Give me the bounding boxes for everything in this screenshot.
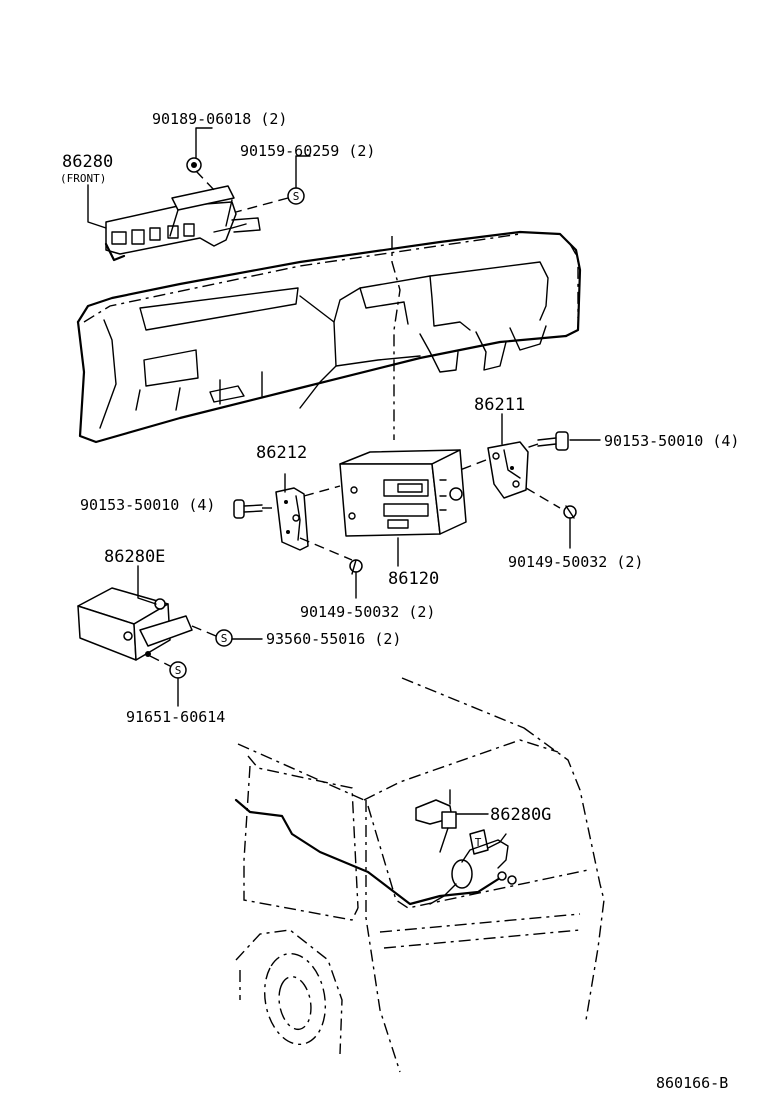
- label-93560: 93560-55016 (2): [266, 630, 401, 648]
- svg-text:S: S: [175, 664, 182, 677]
- svg-text:S: S: [293, 190, 300, 203]
- rear-speaker-86280G: T: [415, 789, 517, 905]
- label-86280G: 86280G: [490, 805, 551, 825]
- label-90153-left: 90153-50010 (4): [80, 496, 215, 514]
- label-90153-right: 90153-50010 (4): [604, 432, 739, 450]
- bolt-90153-left: [233, 499, 263, 519]
- screw-90149-right: [563, 505, 577, 519]
- radio-86120: [339, 449, 467, 537]
- amplifier-86280E: [77, 587, 193, 661]
- bracket-86212: [275, 487, 309, 551]
- label-90149-right: 90149-50032 (2): [508, 553, 643, 571]
- front-speaker-86280: [104, 185, 261, 262]
- screw-90189: [186, 157, 202, 173]
- label-86212: 86212: [256, 443, 307, 463]
- bracket-86211: [487, 441, 529, 499]
- s-clip-91651: S: [169, 661, 187, 679]
- label-86211: 86211: [474, 395, 525, 415]
- van-rear-body: [234, 677, 605, 1073]
- label-90189: 90189-06018 (2): [152, 110, 287, 128]
- screw-90149-left: [349, 559, 363, 575]
- label-86280-front: (FRONT): [60, 172, 106, 185]
- svg-text:S: S: [221, 632, 228, 645]
- label-90159: 90159-60259 (2): [240, 142, 375, 160]
- bolt-90153-right: [537, 431, 569, 451]
- label-86120: 86120: [388, 569, 439, 589]
- s-clip-93560: S: [215, 629, 233, 647]
- label-86280: 86280: [62, 152, 113, 172]
- s-clip-90159: S: [287, 187, 305, 205]
- diagram-code: 860166-B: [656, 1074, 728, 1092]
- label-91651: 91651-60614: [126, 708, 225, 726]
- label-90149-left: 90149-50032 (2): [300, 603, 435, 621]
- svg-text:T: T: [475, 836, 482, 849]
- instrument-panel: [76, 230, 582, 444]
- label-86280E: 86280E: [104, 547, 165, 567]
